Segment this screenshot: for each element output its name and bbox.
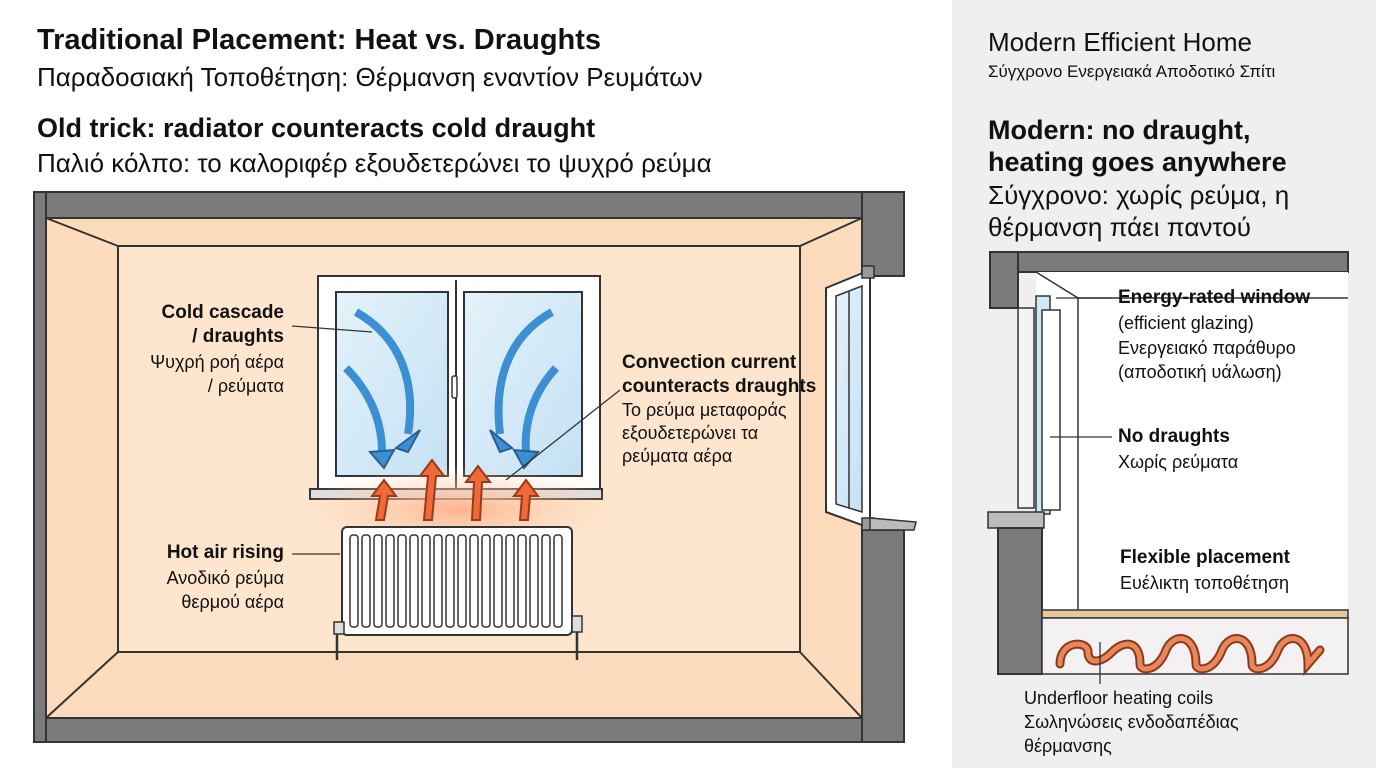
energy-window-sub-1: (efficient glazing): [1118, 313, 1254, 333]
cold-draught-arrows: [343, 308, 559, 470]
convection-label-1: Convection current: [622, 352, 797, 373]
convection-greek-1: Το ρεύμα μεταφοράς: [622, 400, 787, 420]
hot-air-greek-2: θερμού αέρα: [181, 592, 284, 612]
convection-greek-3: ρεύματα αέρα: [622, 446, 733, 466]
right-title-en: Modern Efficient Home: [988, 27, 1252, 57]
hot-air-label: Hot air rising: [166, 542, 284, 563]
energy-window-greek-1: Ενεργειακό παράθυρο: [1118, 338, 1296, 358]
left-title-en: Traditional Placement: Heat vs. Draughts: [37, 24, 602, 56]
flexible-placement-greek: Ευέλικτη τοποθέτηση: [1120, 573, 1290, 593]
hot-air-greek-1: Ανοδικό ρεύμα: [166, 568, 284, 588]
right-title-el: Σύγχρονο Ενεργειακά Αποδοτικό Σπίτι: [988, 62, 1276, 81]
cold-cascade-label-2: / draughts: [192, 326, 284, 347]
right-subtitle-en-2: heating goes anywhere: [988, 147, 1287, 177]
convection-label-2: counteracts draughts: [622, 376, 817, 397]
radiator: [333, 526, 583, 660]
flexible-placement-label: Flexible placement: [1120, 547, 1291, 568]
cold-cascade-greek-2: / ρεύματα: [207, 376, 284, 396]
underfloor-coils-greek-1: Σωληνώσεις ενδοδαπέδιας: [1024, 712, 1239, 732]
right-subtitle-el-1: Σύγχρονο: χωρίς ρεύμα, η: [988, 180, 1290, 210]
left-subtitle-en: Old trick: radiator counteracts cold dra…: [37, 113, 596, 143]
energy-window-label: Energy-rated window: [1118, 287, 1311, 308]
traditional-room: [33, 191, 917, 743]
left-subtitle-el: Παλιό κόλπο: το καλοριφέρ εξουδετερώνει …: [37, 148, 712, 178]
underfloor-coils-greek-2: θέρμανσης: [1024, 736, 1112, 756]
modern-room: [987, 251, 1349, 684]
no-draughts-label: No draughts: [1118, 426, 1230, 447]
underfloor-coils-label: Underfloor heating coils: [1024, 688, 1214, 708]
convection-greek-2: εξουδετερώνει τα: [622, 423, 759, 443]
left-title-el: Παραδοσιακή Τοποθέτηση: Θέρμανση εναντίο…: [37, 62, 703, 92]
no-draughts-greek: Χωρίς ρεύματα: [1118, 452, 1239, 472]
cold-cascade-label-1: Cold cascade: [161, 302, 285, 323]
right-subtitle-el-2: θέρμανση πάει παντού: [988, 212, 1251, 242]
energy-window-greek-2: (αποδοτική υάλωση): [1118, 362, 1282, 382]
right-subtitle-en-1: Modern: no draught,: [988, 115, 1251, 145]
hot-air-arrows: [370, 458, 540, 521]
cold-cascade-greek-1: Ψυχρή ροή αέρα: [150, 352, 284, 372]
